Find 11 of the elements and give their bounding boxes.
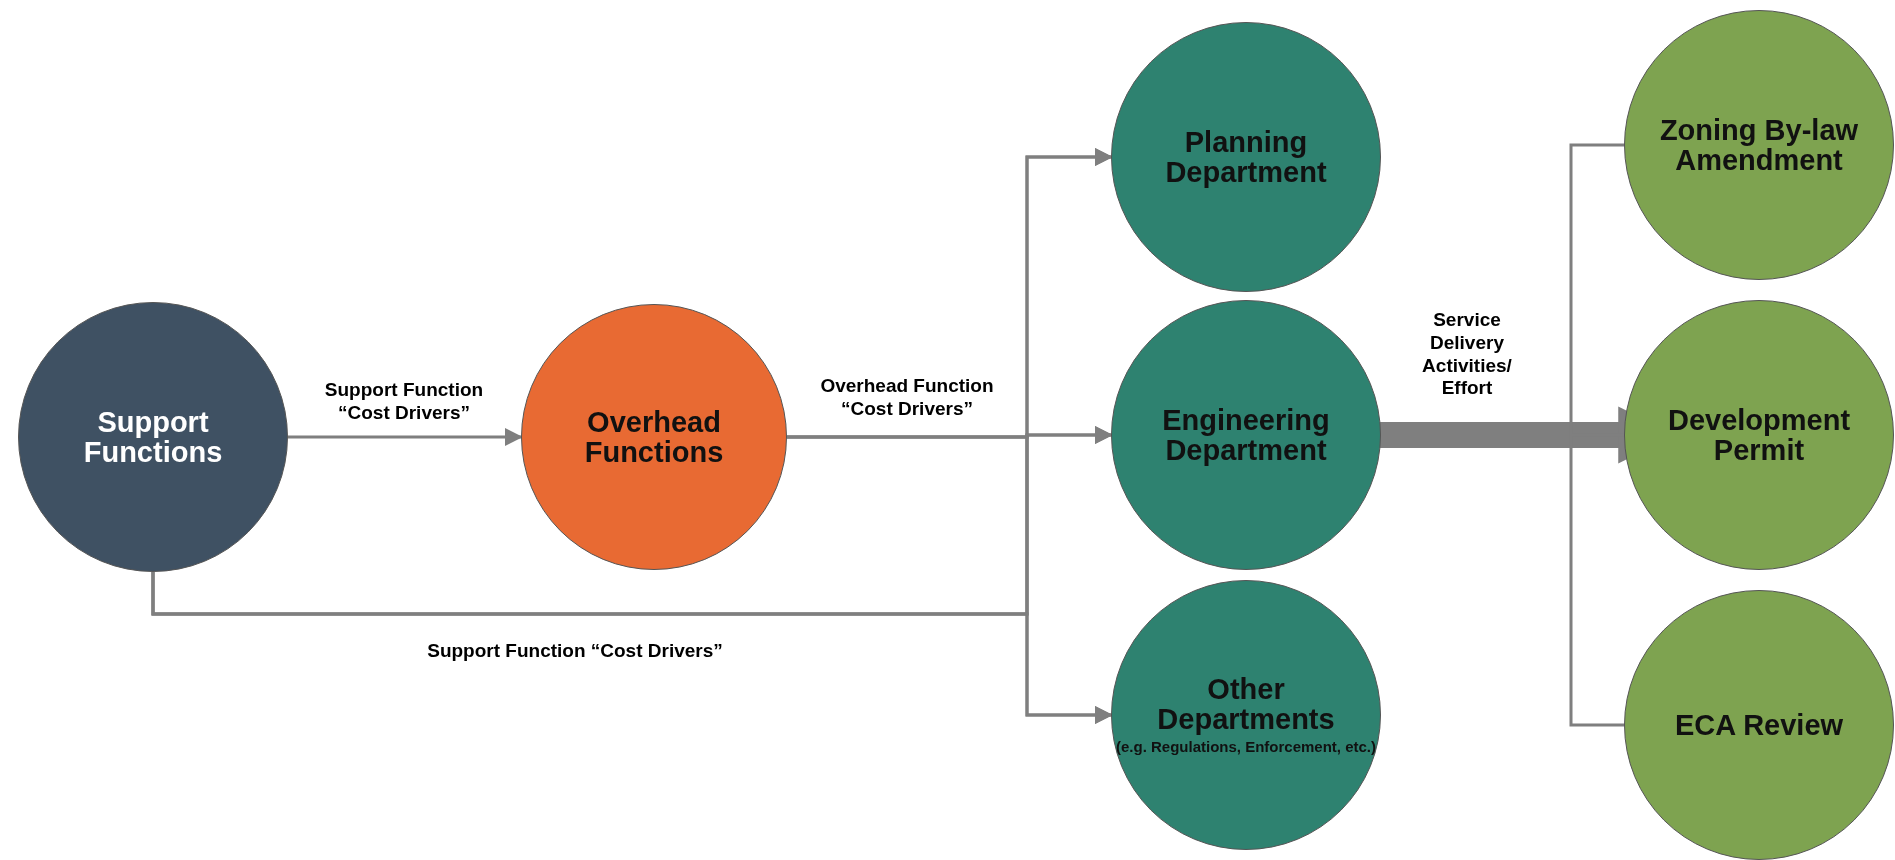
node-label: Other Departments bbox=[1156, 673, 1336, 735]
arrow bbox=[288, 428, 523, 446]
arrow bbox=[151, 572, 1113, 724]
node-label: Support Functions bbox=[82, 406, 224, 468]
node-label: Zoning By-law Amendment bbox=[1658, 114, 1860, 176]
node-label: Overhead Functions bbox=[583, 406, 725, 468]
node-label: Development Permit bbox=[1666, 404, 1852, 466]
node-label: Engineering Department bbox=[1161, 404, 1331, 466]
node-label: ECA Review bbox=[1673, 709, 1845, 741]
node-note: (e.g. Regulations, Enforcement, etc.) bbox=[1115, 738, 1376, 757]
node-label: Planning Department bbox=[1164, 126, 1328, 188]
